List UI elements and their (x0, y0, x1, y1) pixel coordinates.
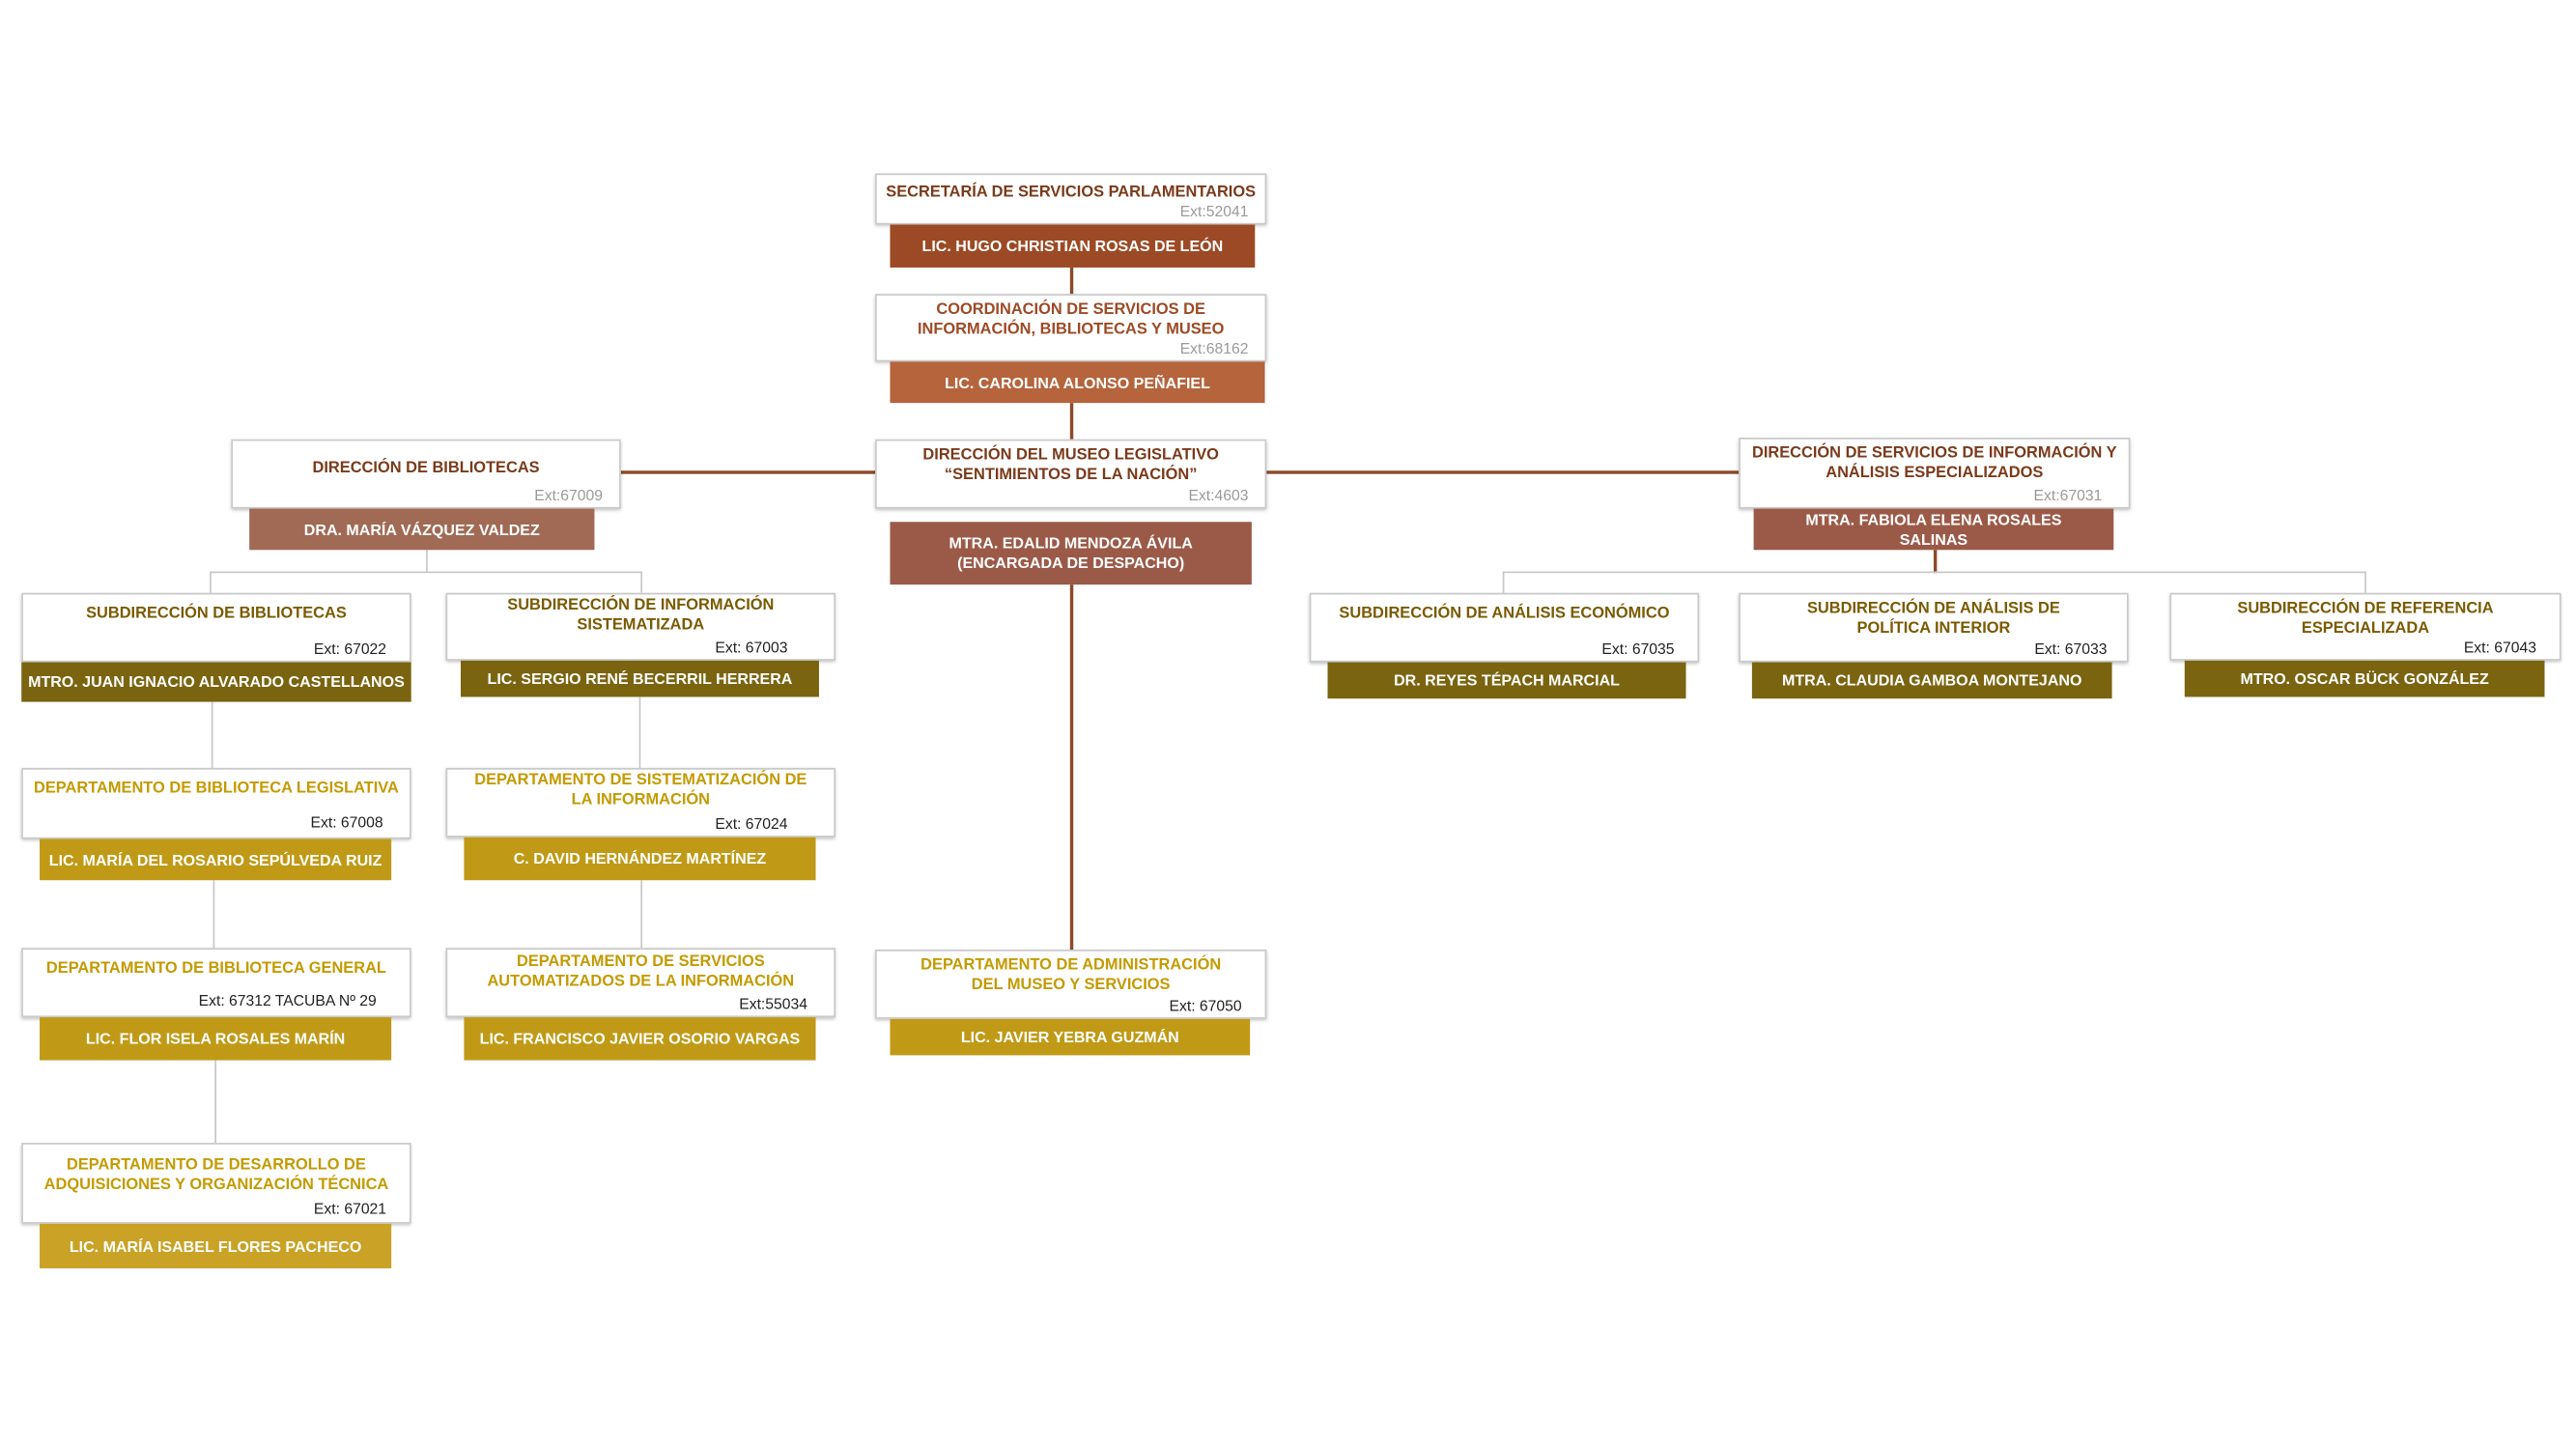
node-person-depto-biblioteca-legislativa: LIC. MARÍA DEL ROSARIO SEPÚLVEDA RUIZ (40, 838, 392, 881)
node-title: DIRECCIÓN DEL MUSEO LEGISLATIVO “SENTIMI… (922, 445, 1219, 484)
node-person-subdir-referencia: MTRO. OSCAR BÜCK GONZÁLEZ (2184, 660, 2545, 697)
node-direccion-bibliotecas: DIRECCIÓN DE BIBLIOTECAS Ext:67009 (231, 439, 621, 509)
node-depto-sistematizacion: DEPARTAMENTO DE SISTEMATIZACIÓN DE LA IN… (445, 767, 836, 838)
connector-bibliotecas-horizontal (210, 571, 643, 574)
node-direccion-museo: DIRECCIÓN DEL MUSEO LEGISLATIVO “SENTIMI… (875, 439, 1267, 509)
node-depto-administracion-museo: DEPARTAMENTO DE ADMINISTRACIÓN DEL MUSEO… (875, 950, 1267, 1019)
node-ext: Ext: 67043 (2463, 639, 2536, 656)
node-subdir-politica-interior: SUBDIRECCIÓN DE ANÁLISIS DE POLÍTICA INT… (1739, 592, 2129, 663)
node-title: DEPARTAMENTO DE BIBLIOTECA GENERAL (45, 959, 386, 979)
node-direccion-servicios: DIRECCIÓN DE SERVICIOS DE INFORMACIÓN Y … (1739, 438, 2131, 509)
connector-servicios-horizontal (1502, 571, 2366, 574)
connector-secretaria-coordinacion (1069, 267, 1074, 295)
node-ext: Ext:68162 (1179, 340, 1249, 357)
node-person-depto-biblioteca-general: LIC. FLOR ISELA ROSALES MARÍN (40, 1017, 392, 1061)
node-ext: Ext: 67003 (715, 639, 788, 656)
node-ext: Ext:67031 (2033, 487, 2103, 504)
connector-to-subdir-referencia (2364, 571, 2366, 593)
node-title: DEPARTAMENTO DE DESARROLLO DE ADQUISICIO… (43, 1155, 389, 1195)
node-person-subdir-analisis-economico: DR. REYES TÉPACH MARCIAL (1327, 662, 1686, 699)
node-subdir-bibliotecas: SUBDIRECCIÓN DE BIBLIOTECAS Ext: 67022 (21, 592, 411, 663)
node-title: SUBDIRECCIÓN DE INFORMACIÓN SISTEMATIZAD… (507, 596, 775, 635)
node-subdir-info-sistematizada: SUBDIRECCIÓN DE INFORMACIÓN SISTEMATIZAD… (445, 592, 836, 661)
connector-left-col-1 (211, 701, 213, 768)
node-person-depto-administracion-museo: LIC. JAVIER YEBRA GUZMÁN (890, 1018, 1251, 1056)
node-depto-biblioteca-legislativa: DEPARTAMENTO DE BIBLIOTECA LEGISLATIVA E… (21, 767, 411, 839)
connector-to-subdir-info (640, 571, 643, 593)
node-title: DIRECCIÓN DE BIBLIOTECAS (312, 459, 540, 478)
node-ext: Ext:55034 (739, 995, 807, 1012)
node-person-direccion-servicios: MTRA. FABIOLA ELENA ROSALES SALINAS (1753, 508, 2114, 551)
node-person-depto-adquisiciones: LIC. MARÍA ISABEL FLORES PACHECO (40, 1223, 392, 1268)
node-ext: Ext: 67033 (2034, 640, 2108, 658)
node-coordinacion: COORDINACIÓN DE SERVICIOS DE INFORMACIÓN… (875, 294, 1267, 362)
node-ext: Ext: 67022 (313, 640, 387, 658)
connector-to-subdir-bibliotecas (210, 571, 212, 593)
connector-servicios-down (1933, 550, 1938, 574)
node-ext: Ext:67009 (534, 487, 604, 504)
connector-mid-col-1 (638, 696, 641, 768)
node-depto-servicios-automatizados: DEPARTAMENTO DE SERVICIOS AUTOMATIZADOS … (445, 948, 836, 1018)
node-person-coordinacion: LIC. CAROLINA ALONSO PEÑAFIEL (890, 361, 1265, 404)
node-person-subdir-politica-interior: MTRA. CLAUDIA GAMBOA MONTEJANO (1751, 662, 2112, 699)
node-person-secretaria: LIC. HUGO CHRISTIAN ROSAS DE LEÓN (890, 224, 1256, 268)
connector-to-subdir-economico (1502, 571, 1505, 593)
node-title: DEPARTAMENTO DE BIBLIOTECA LEGISLATIVA (34, 779, 399, 798)
node-secretaria: SECRETARÍA DE SERVICIOS PARLAMENTARIOS E… (875, 173, 1267, 225)
connector-mid-col-2 (640, 880, 643, 949)
node-title: SUBDIRECCIÓN DE REFERENCIA ESPECIALIZADA (2237, 599, 2494, 638)
connector-left-col-2 (212, 880, 215, 949)
connector-bibliotecas-down (426, 550, 428, 572)
node-ext: Ext: 67312 TACUBA Nº 29 (198, 992, 377, 1009)
node-person-subdir-info-sistematizada: LIC. SERGIO RENÉ BECERRIL HERRERA (460, 660, 819, 697)
node-ext: Ext: 67035 (1601, 640, 1675, 658)
node-ext: Ext:4603 (1188, 487, 1249, 504)
node-title: DIRECCIÓN DE SERVICIOS DE INFORMACIÓN Y … (1751, 443, 2117, 483)
node-title: DEPARTAMENTO DE ADMINISTRACIÓN DEL MUSEO… (920, 955, 1222, 995)
node-title: SUBDIRECCIÓN DE ANÁLISIS DE POLÍTICA INT… (1806, 599, 2060, 638)
node-ext: Ext:52041 (1179, 203, 1249, 220)
connector-museo-departamento (1069, 584, 1074, 951)
node-title: DEPARTAMENTO DE SISTEMATIZACIÓN DE LA IN… (474, 771, 807, 810)
connector-coordinacion-museo (1069, 403, 1074, 440)
node-ext: Ext: 67021 (313, 1200, 387, 1217)
node-person-depto-servicios-automatizados: LIC. FRANCISCO JAVIER OSORIO VARGAS (464, 1017, 816, 1061)
node-ext: Ext: 67024 (715, 815, 788, 833)
node-depto-biblioteca-general: DEPARTAMENTO DE BIBLIOTECA GENERAL Ext: … (21, 948, 411, 1018)
node-title: DEPARTAMENTO DE SERVICIOS AUTOMATIZADOS … (487, 952, 795, 991)
node-person-direccion-museo: MTRA. EDALID MENDOZA ÁVILA (ENCARGADA DE… (890, 522, 1252, 585)
node-ext: Ext: 67050 (1169, 997, 1242, 1014)
node-title: SECRETARÍA DE SERVICIOS PARLAMENTARIOS (886, 183, 1257, 202)
node-title: COORDINACIÓN DE SERVICIOS DE INFORMACIÓN… (917, 300, 1225, 339)
node-person-depto-sistematizacion: C. DAVID HERNÁNDEZ MARTÍNEZ (464, 837, 816, 881)
node-subdir-analisis-economico: SUBDIRECCIÓN DE ANÁLISIS ECONÓMICO Ext: … (1309, 592, 1700, 663)
node-person-subdir-bibliotecas: MTRO. JUAN IGNACIO ALVARADO CASTELLANOS (21, 662, 411, 702)
node-depto-adquisiciones: DEPARTAMENTO DE DESARROLLO DE ADQUISICIO… (21, 1143, 411, 1224)
node-title: SUBDIRECCIÓN DE BIBLIOTECAS (86, 604, 347, 623)
node-person-direccion-bibliotecas: DRA. MARÍA VÁZQUEZ VALDEZ (249, 508, 595, 551)
node-subdir-referencia: SUBDIRECCIÓN DE REFERENCIA ESPECIALIZADA… (2169, 592, 2562, 661)
node-title: SUBDIRECCIÓN DE ANÁLISIS ECONÓMICO (1339, 604, 1670, 623)
node-ext: Ext: 67008 (310, 813, 383, 831)
connector-left-col-3 (214, 1060, 216, 1144)
